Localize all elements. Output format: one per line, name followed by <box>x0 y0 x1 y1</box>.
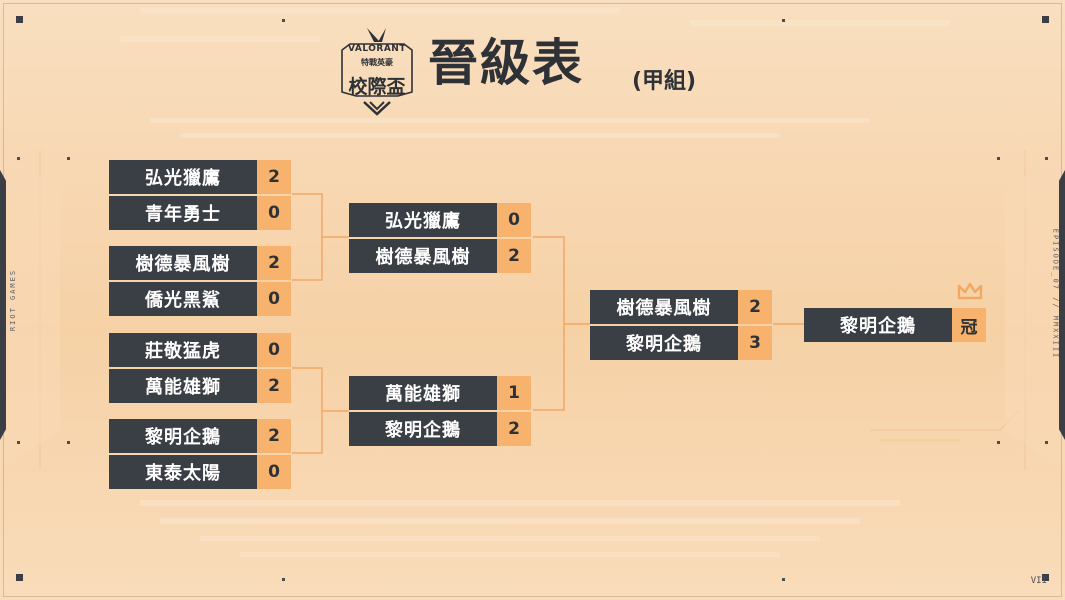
team-name: 萬能雄獅 <box>349 376 497 410</box>
final-team2[interactable]: 黎明企鵝 3 <box>590 326 772 360</box>
frame-dot <box>282 578 285 581</box>
team-name: 僑光黑鯊 <box>109 282 257 316</box>
frame-dot <box>997 157 1000 160</box>
team-score: 0 <box>257 196 291 230</box>
frame-dot <box>782 19 785 22</box>
valorant-logo-icon: VALORANT 特戰英豪 校際盃 <box>336 22 418 122</box>
frame-dot <box>1045 157 1048 160</box>
team-name: 黎明企鵝 <box>109 419 257 453</box>
team-score: 0 <box>257 455 291 489</box>
team-score: 1 <box>497 376 531 410</box>
r2-m1-team2[interactable]: 樹德暴風樹 2 <box>349 239 531 273</box>
corner-marker <box>1042 574 1049 581</box>
team-score: 3 <box>738 326 772 360</box>
team-name: 黎明企鵝 <box>349 412 497 446</box>
champion-name: 黎明企鵝 <box>804 308 952 342</box>
left-rail <box>0 170 6 440</box>
r2-m2-team1[interactable]: 萬能雄獅 1 <box>349 376 531 410</box>
team-score: 2 <box>257 419 291 453</box>
corner-marker <box>16 574 23 581</box>
frame-dot <box>67 157 70 160</box>
team-name: 東泰太陽 <box>109 455 257 489</box>
corner-label: VII <box>1030 576 1047 586</box>
logo-brand-text: VALORANT <box>348 44 406 54</box>
r1-m3-team2[interactable]: 萬能雄獅 2 <box>109 369 291 403</box>
team-name: 樹德暴風樹 <box>590 290 738 324</box>
right-rail <box>1059 170 1065 440</box>
crown-icon <box>956 281 984 301</box>
frame-dot <box>997 441 1000 444</box>
team-score: 2 <box>257 246 291 280</box>
r1-m4-team2[interactable]: 東泰太陽 0 <box>109 455 291 489</box>
r1-m2-team1[interactable]: 樹德暴風樹 2 <box>109 246 291 280</box>
corner-marker <box>1042 16 1049 23</box>
team-score: 2 <box>738 290 772 324</box>
team-name: 黎明企鵝 <box>590 326 738 360</box>
team-score: 0 <box>257 333 291 367</box>
r1-m4-team1[interactable]: 黎明企鵝 2 <box>109 419 291 453</box>
team-name: 萬能雄獅 <box>109 369 257 403</box>
logo-sub-text: 特戰英豪 <box>361 58 393 67</box>
team-name: 弘光獵鷹 <box>349 203 497 237</box>
logo-big-text: 校際盃 <box>348 76 406 98</box>
team-name: 樹德暴風樹 <box>349 239 497 273</box>
frame-dot <box>67 441 70 444</box>
r2-m1-team1[interactable]: 弘光獵鷹 0 <box>349 203 531 237</box>
team-name: 青年勇士 <box>109 196 257 230</box>
group-label: (甲組) <box>632 69 697 94</box>
r2-m2-team2[interactable]: 黎明企鵝 2 <box>349 412 531 446</box>
team-score: 2 <box>257 160 291 194</box>
r1-m1-team1[interactable]: 弘光獵鷹 2 <box>109 160 291 194</box>
team-name: 弘光獵鷹 <box>109 160 257 194</box>
frame-dot <box>17 441 20 444</box>
r1-m1-team2[interactable]: 青年勇士 0 <box>109 196 291 230</box>
team-score: 2 <box>497 412 531 446</box>
team-score: 2 <box>257 369 291 403</box>
champion-slot[interactable]: 黎明企鵝 冠 <box>804 308 986 342</box>
page-title: 晉級表 <box>428 34 584 92</box>
team-name: 樹德暴風樹 <box>109 246 257 280</box>
r1-m3-team1[interactable]: 莊敬猛虎 0 <box>109 333 291 367</box>
frame-dot <box>1045 441 1048 444</box>
frame-dot <box>282 19 285 22</box>
frame-dot <box>17 157 20 160</box>
team-score: 2 <box>497 239 531 273</box>
final-team1[interactable]: 樹德暴風樹 2 <box>590 290 772 324</box>
champion-badge: 冠 <box>952 308 986 342</box>
team-name: 莊敬猛虎 <box>109 333 257 367</box>
team-score: 0 <box>257 282 291 316</box>
frame-dot <box>782 578 785 581</box>
corner-marker <box>16 16 23 23</box>
r1-m2-team2[interactable]: 僑光黑鯊 0 <box>109 282 291 316</box>
team-score: 0 <box>497 203 531 237</box>
